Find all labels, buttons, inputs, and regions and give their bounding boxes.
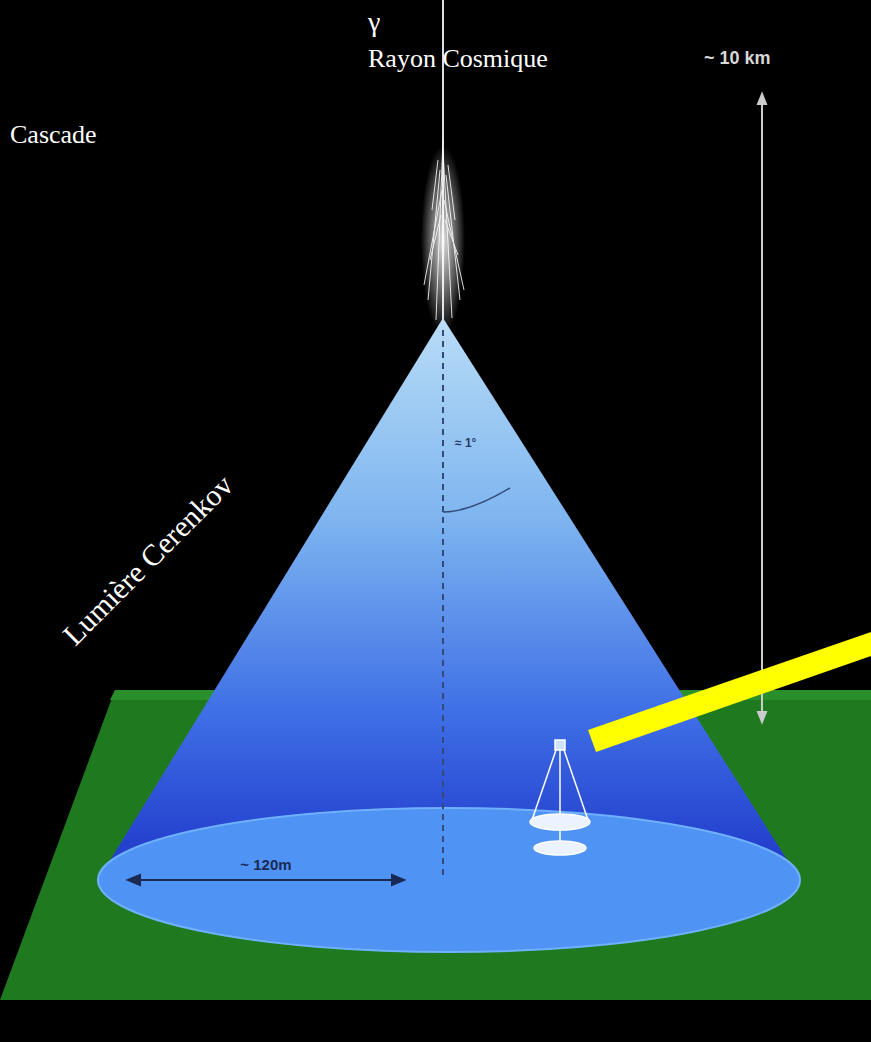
particle-symbol: γ (368, 6, 380, 38)
light-pool (98, 808, 800, 952)
cone-axis (442, 330, 444, 880)
radius-dimension (128, 875, 404, 885)
particle-label: Rayon Cosmique (368, 44, 548, 74)
cherenkov-cone (98, 318, 800, 880)
cascade-label: Cascade (10, 120, 97, 150)
height-dimension (758, 94, 766, 722)
light-pool-rim (98, 808, 800, 952)
shower-tracks (424, 140, 464, 320)
angle-arc (443, 488, 510, 512)
cherenkov-label: Lumière Cerenkov (56, 468, 240, 652)
shower-glow (421, 145, 465, 335)
highlight-pointer (588, 632, 871, 752)
telescope-symbol (530, 740, 590, 855)
radius-label: ~ 120m (240, 856, 291, 873)
height-label: ~ 10 km (704, 48, 771, 69)
angle-label: ≈ 1° (455, 436, 476, 450)
